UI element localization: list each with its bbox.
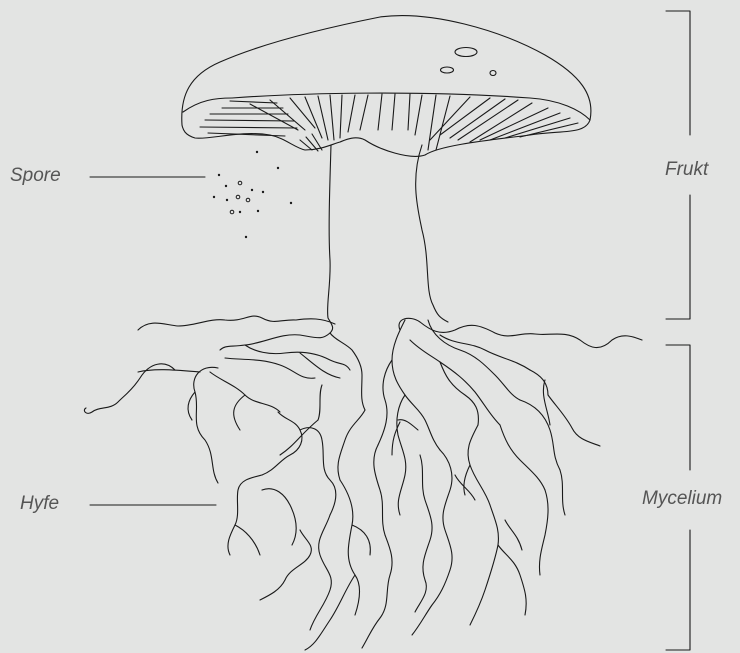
fruit-label: Frukt: [665, 159, 708, 181]
spore-rings: [230, 181, 250, 214]
ground-line: [138, 316, 642, 348]
mycelium-label: Mycelium: [642, 488, 722, 510]
mycelium-roots: [84, 320, 600, 650]
spore-dots: [213, 151, 292, 238]
mushroom-stem: [328, 145, 448, 333]
spore-label: Spore: [10, 165, 61, 187]
mushroom-cap: [182, 16, 591, 157]
hyphae-label: Hyfe: [20, 493, 59, 515]
